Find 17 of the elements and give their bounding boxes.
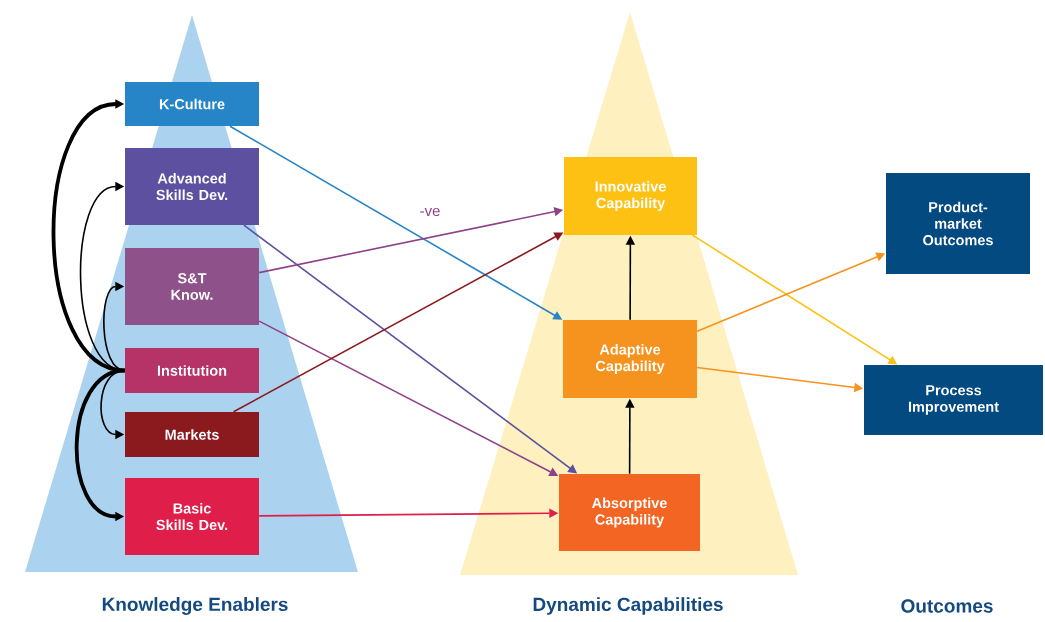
- column-heading: Outcomes: [901, 599, 993, 613]
- process-box: Absorptive Capability: [559, 474, 700, 551]
- edge-label: -ve: [418, 206, 442, 218]
- process-box: Institution: [125, 348, 259, 393]
- column-heading: Knowledge Enablers: [102, 597, 288, 615]
- process-box: S&T Know.: [125, 248, 259, 325]
- process-box: Markets: [125, 412, 259, 457]
- process-box: Basic Skills Dev.: [125, 478, 259, 555]
- arrow: [51, 99, 126, 373]
- process-box: K-Culture: [125, 82, 259, 126]
- process-box: Process Improvement: [864, 365, 1043, 435]
- process-box: Innovative Capability: [564, 157, 697, 235]
- arrow: [103, 281, 126, 372]
- process-box: Advanced Skills Dev.: [125, 148, 259, 225]
- process-box: Product-market Outcomes: [886, 173, 1030, 274]
- column-heading: Dynamic Capabilities: [533, 597, 723, 615]
- process-box: Adaptive Capability: [563, 320, 697, 398]
